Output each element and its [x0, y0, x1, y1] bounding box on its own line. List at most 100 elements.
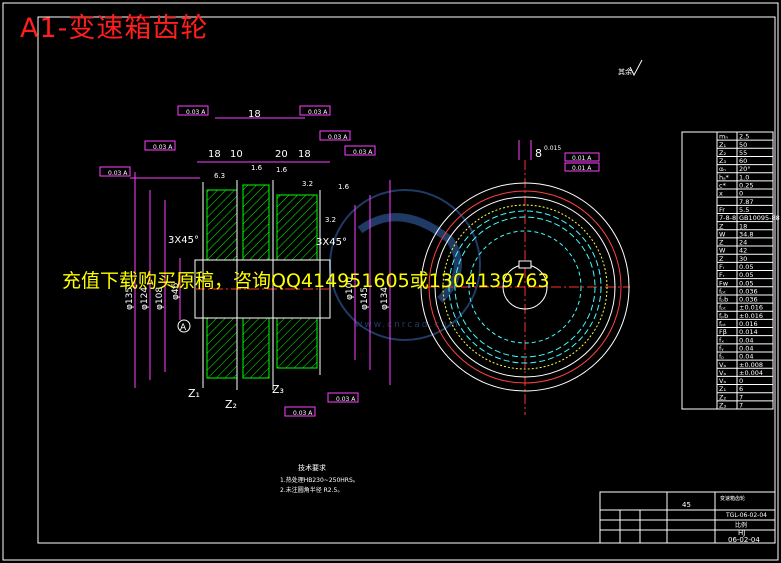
param-cell: 0.036: [739, 287, 758, 295]
dim-top-2: 10: [230, 149, 243, 160]
tol-3: 0.03 A: [328, 134, 348, 141]
param-cell: Z: [719, 222, 724, 230]
tb-name: 变速箱齿轮: [720, 495, 745, 502]
param-cell: ±0.016: [739, 304, 763, 312]
param-cell: 50: [739, 141, 747, 149]
datum-a-symbol: [177, 319, 191, 333]
finish-5: 3.2: [325, 216, 336, 224]
tol-1: 0.03 A: [308, 109, 328, 116]
param-cell: 60: [739, 157, 747, 165]
param-cell: 6: [739, 385, 743, 393]
gear-z1-upper: [206, 189, 238, 261]
root-circle-1: [448, 210, 602, 364]
param-cell: fₚ: [719, 353, 724, 361]
param-cell: Fβ: [719, 328, 727, 336]
param-cell: Z₁: [719, 385, 726, 393]
label-z1: Z₁: [188, 387, 200, 400]
param-cell: 7: [739, 393, 743, 401]
tb-drawing-no: TGL-06-02-04: [725, 512, 767, 519]
param-cell: Z₂: [719, 393, 726, 401]
inner-frame: [37, 16, 776, 544]
param-cell: c*: [719, 182, 727, 190]
gear-z3-lower: [276, 317, 318, 369]
dia-2: φ108: [155, 287, 165, 310]
tolerance-frames: [99, 105, 376, 417]
param-cell: Fᵢ: [719, 263, 724, 271]
dia-1: φ124: [140, 287, 150, 310]
tol-4: 0.03 A: [353, 149, 373, 156]
tol-7: 0.03 A: [336, 396, 356, 403]
default-finish-label: 其余: [618, 67, 632, 76]
param-cell: Vₐ: [719, 361, 726, 369]
section-outline: [202, 180, 321, 390]
gear-z1-lower: [206, 317, 238, 379]
param-cell: 0.04: [739, 344, 753, 352]
label-z3: Z₃: [272, 383, 284, 396]
watermark-text: www.cnrcad.com: [355, 320, 460, 330]
param-cell: 0.016: [739, 320, 758, 328]
param-cell: Z: [719, 255, 724, 263]
finish-4: 1.6: [338, 183, 350, 191]
param-cell: W: [719, 230, 726, 238]
keyway-dim: 8: [535, 147, 542, 160]
notes-item-0: 1.热处理HB230~250HRS。: [280, 476, 359, 484]
title-block: 45 变速箱齿轮 TGL-06-02-04 比例 HJ 06-02-04: [599, 491, 776, 544]
param-cell: 5.5: [739, 206, 749, 214]
drawing-title: A1-变速箱齿轮: [20, 13, 209, 44]
dim-top-4: 18: [298, 149, 311, 160]
chamfer-label-left: 3X45°: [168, 235, 199, 246]
pitch-circle-1: [434, 196, 616, 378]
param-cell: 34.8: [739, 230, 753, 238]
param-cell: 0.014: [739, 328, 758, 336]
param-cell: 0: [739, 377, 743, 385]
param-cell: Z₁: [719, 141, 726, 149]
param-cell: 2.5: [739, 133, 749, 141]
param-cell: ±0.004: [739, 369, 763, 377]
finish-1: 1.6: [251, 164, 263, 172]
param-cell: 0.05: [739, 279, 753, 287]
notes-heading: 技术要求: [298, 463, 326, 472]
chamfer-label-right: 3X45°: [316, 237, 347, 248]
dim-top-1: 18: [208, 149, 221, 160]
param-cell: Z₂: [719, 149, 726, 157]
dia-5: φ145: [360, 287, 370, 310]
param-cell: 7-8-8: [719, 214, 736, 222]
param-cell: fₚₜ: [719, 287, 726, 295]
technical-notes: 技术要求 1.热处理HB230~250HRS。 2.未注圆角半径 R2.5。: [280, 463, 359, 494]
param-cell: 0.05: [739, 271, 753, 279]
param-cell: fₚₜ: [719, 304, 726, 312]
datum-a-label: A: [180, 323, 187, 333]
watermark-logo: www.cnrcad.com: [329, 189, 481, 341]
param-cell: 0.04: [739, 353, 753, 361]
param-cell: x: [719, 190, 723, 198]
param-cell: ±0.016: [739, 312, 763, 320]
param-cell: 20°: [739, 165, 751, 173]
param-cell: fₚb: [719, 296, 728, 304]
param-cell: Vₐ: [719, 369, 726, 377]
param-cell: 0.036: [739, 296, 758, 304]
side-view: 8 0.015 0.01 A 0.01 A: [420, 140, 630, 415]
front-section-view: 18 18 10 20 18 3X45° 3X45° 6.3 1.6 1.6 3…: [99, 105, 391, 417]
param-cell: 0: [739, 190, 743, 198]
param-cell: hₐ*: [719, 173, 730, 181]
param-cell: 55: [739, 149, 747, 157]
gear-z3-upper: [276, 194, 318, 261]
param-cell: αₙ: [719, 165, 726, 173]
tol-6: 0.03 A: [293, 410, 313, 417]
param-cell: fₓ: [719, 336, 724, 344]
keyway: [518, 260, 532, 269]
hub-circle: [468, 230, 582, 344]
default-finish-icon: [629, 59, 643, 77]
outer-circle: [420, 182, 630, 392]
dim-top-0: 18: [248, 109, 261, 120]
param-cell: fₚb: [719, 312, 728, 320]
pitch-circle-2: [442, 204, 608, 370]
param-cell: Z: [719, 239, 724, 247]
param-cell: 0.04: [739, 336, 753, 344]
param-cell: Fᵣ: [719, 271, 725, 279]
param-cell: ±0.008: [739, 361, 763, 369]
param-cell: 7: [739, 402, 743, 410]
